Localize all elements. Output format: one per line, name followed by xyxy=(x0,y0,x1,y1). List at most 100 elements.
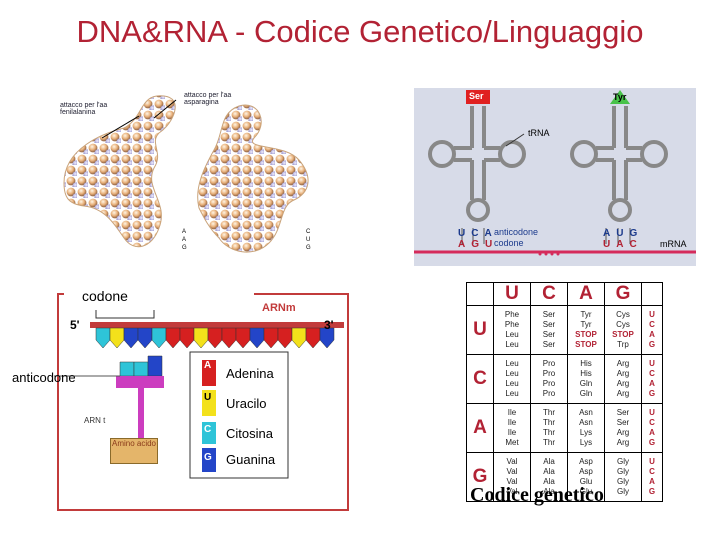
codon-letter: U xyxy=(306,237,311,243)
amino: Ser xyxy=(616,418,630,427)
first-base-header: C xyxy=(466,354,494,404)
codone-label: codone xyxy=(494,238,524,248)
trna-label: tRNA xyxy=(528,128,550,138)
amino: His xyxy=(580,359,592,368)
amino: Phe xyxy=(504,310,520,319)
third-base: G xyxy=(648,389,656,398)
third-base: G xyxy=(648,438,656,447)
amino: Ser xyxy=(616,408,630,417)
base: U xyxy=(616,228,630,239)
amino: Arg xyxy=(616,438,630,447)
amino: Glu xyxy=(579,487,593,496)
amino: Pro xyxy=(542,379,556,388)
amino: Val xyxy=(506,477,518,486)
amino: Gly xyxy=(617,457,629,466)
amino: His xyxy=(580,369,592,378)
anticodon-2: AUG xyxy=(603,228,643,239)
amino: Met xyxy=(505,438,519,447)
third-base: U xyxy=(649,310,655,319)
table-header-row: U C A G xyxy=(466,282,663,306)
amino: Ala xyxy=(543,487,555,496)
amino: Thr xyxy=(543,408,555,417)
first-base-header: U xyxy=(466,305,494,355)
third-base: A xyxy=(649,379,655,388)
anticodon-1: UCA xyxy=(458,228,498,239)
legend-code: U xyxy=(204,392,212,403)
base: A xyxy=(603,228,617,239)
amino: Asn xyxy=(579,408,593,417)
arnt-label: ARN t xyxy=(84,416,106,425)
amino: Gln xyxy=(579,389,593,398)
anticodone-label: anticodone xyxy=(12,370,76,385)
amino: Pro xyxy=(542,389,556,398)
third-base: G xyxy=(648,487,656,496)
amino: Thr xyxy=(543,418,555,427)
third-base: C xyxy=(649,320,655,329)
amino: Ala xyxy=(543,477,555,486)
third-base: U xyxy=(649,457,655,466)
amino: Lys xyxy=(579,428,593,437)
first-base-header: A xyxy=(466,403,494,453)
amino: Ile xyxy=(507,428,517,437)
base: C xyxy=(471,228,485,239)
second-base-header: G xyxy=(604,282,642,306)
amino: Ala xyxy=(543,467,555,476)
codon-1: AGU xyxy=(458,239,498,250)
legend-code: G xyxy=(204,452,212,463)
base: C xyxy=(629,239,643,250)
amino: Val xyxy=(506,487,518,496)
right-attach-note: attacco per l'aa asparagina xyxy=(184,92,232,106)
third-base: A xyxy=(649,477,655,486)
mrna-label: mRNA xyxy=(660,239,687,249)
right-codons: C U G xyxy=(306,228,311,252)
codon-2: UAC xyxy=(603,239,643,250)
corner-cell xyxy=(641,282,663,306)
page-title: DNA&RNA - Codice Genetico/Linguaggio xyxy=(76,14,644,49)
codon-drawing xyxy=(54,293,349,511)
amino: Tyr xyxy=(580,320,592,329)
amino: STOP xyxy=(612,330,634,339)
amino: Ser xyxy=(542,340,556,349)
third-base: C xyxy=(649,418,655,427)
arnm-label: ARNm xyxy=(262,302,296,314)
codon-letter: A xyxy=(182,229,187,235)
left-attach-note: attacco per l'aa fenilalanina xyxy=(60,102,108,116)
amino: Lys xyxy=(579,438,593,447)
anticodone-label: anticodone xyxy=(494,227,539,237)
five-prime-label: 5' xyxy=(70,318,80,332)
legend-code: A xyxy=(204,360,212,371)
amino: Cys xyxy=(616,310,630,319)
amino: Glu xyxy=(579,477,593,486)
amino: Arg xyxy=(616,428,630,437)
trna-3d-image xyxy=(63,95,309,253)
base: A xyxy=(616,239,630,250)
amino: Ile xyxy=(507,418,517,427)
amino: Thr xyxy=(543,438,555,447)
third-base: G xyxy=(648,340,656,349)
aa-tyr-label: Tyr xyxy=(613,92,627,102)
third-base: A xyxy=(649,428,655,437)
base: U xyxy=(485,239,499,250)
amino: Phe xyxy=(504,320,520,329)
amino: Cys xyxy=(616,320,630,329)
first-base-header: G xyxy=(466,452,494,502)
amino: Asp xyxy=(579,467,593,476)
trna-cloverleaf-diagram: Ser Tyr tRNA UCA AGU AUG UAC anticodone … xyxy=(414,88,696,266)
table-caption: Codice genetico xyxy=(470,484,604,506)
amino: Gly xyxy=(617,477,629,486)
